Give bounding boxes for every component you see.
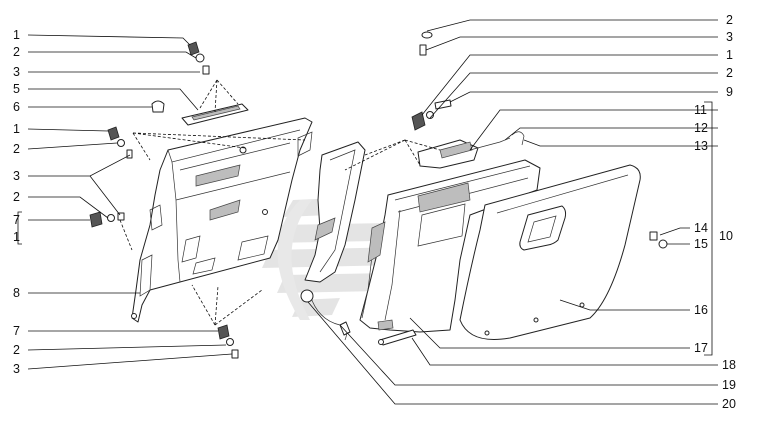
leader-lines <box>17 19 718 405</box>
right-small-parts <box>411 31 668 249</box>
callout-15: 15 <box>694 237 708 251</box>
callout-3-r1: 3 <box>726 30 733 44</box>
callout-18: 18 <box>722 358 736 372</box>
callout-3-mid: 3 <box>13 169 20 183</box>
callout-6: 6 <box>13 100 20 114</box>
callout-2-bottom: 2 <box>13 343 20 357</box>
callout-2-r2: 2 <box>726 66 733 80</box>
callout-16: 16 <box>694 303 708 317</box>
callout-7-bottom: 7 <box>13 324 20 338</box>
callout-2-r1: 2 <box>726 13 733 27</box>
callouts-left: 1 2 3 5 6 1 2 3 2 7 1 8 7 2 3 <box>13 28 20 376</box>
callout-5: 5 <box>13 82 20 96</box>
right-assembly-lines <box>344 139 441 171</box>
callout-2-top: 2 <box>13 45 20 59</box>
right-glovebox-body <box>300 141 641 346</box>
callout-10: 10 <box>719 229 733 243</box>
callout-3-bottom: 3 <box>13 362 20 376</box>
callout-17: 17 <box>694 341 708 355</box>
callout-7-left: 7 <box>13 213 20 227</box>
callout-2-low: 2 <box>13 190 20 204</box>
callouts-right: 2 3 1 2 9 11 12 13 14 15 10 16 17 18 19 … <box>694 13 736 411</box>
callout-19: 19 <box>722 378 736 392</box>
callout-1-top: 1 <box>13 28 20 42</box>
callout-20: 20 <box>722 397 736 411</box>
callout-8: 8 <box>13 286 20 300</box>
callout-11: 11 <box>694 103 707 117</box>
callout-9: 9 <box>726 85 733 99</box>
left-glovebox-frame <box>131 117 313 323</box>
callout-13: 13 <box>694 139 708 153</box>
callout-1-low: 1 <box>13 230 20 244</box>
callout-12: 12 <box>694 121 708 135</box>
callout-3-top: 3 <box>13 65 20 79</box>
callout-14: 14 <box>694 221 708 235</box>
callout-2-mid: 2 <box>13 142 20 156</box>
left-assembly-lines <box>119 79 306 326</box>
callout-1-r: 1 <box>726 48 733 62</box>
callout-1-mid: 1 <box>13 122 20 136</box>
